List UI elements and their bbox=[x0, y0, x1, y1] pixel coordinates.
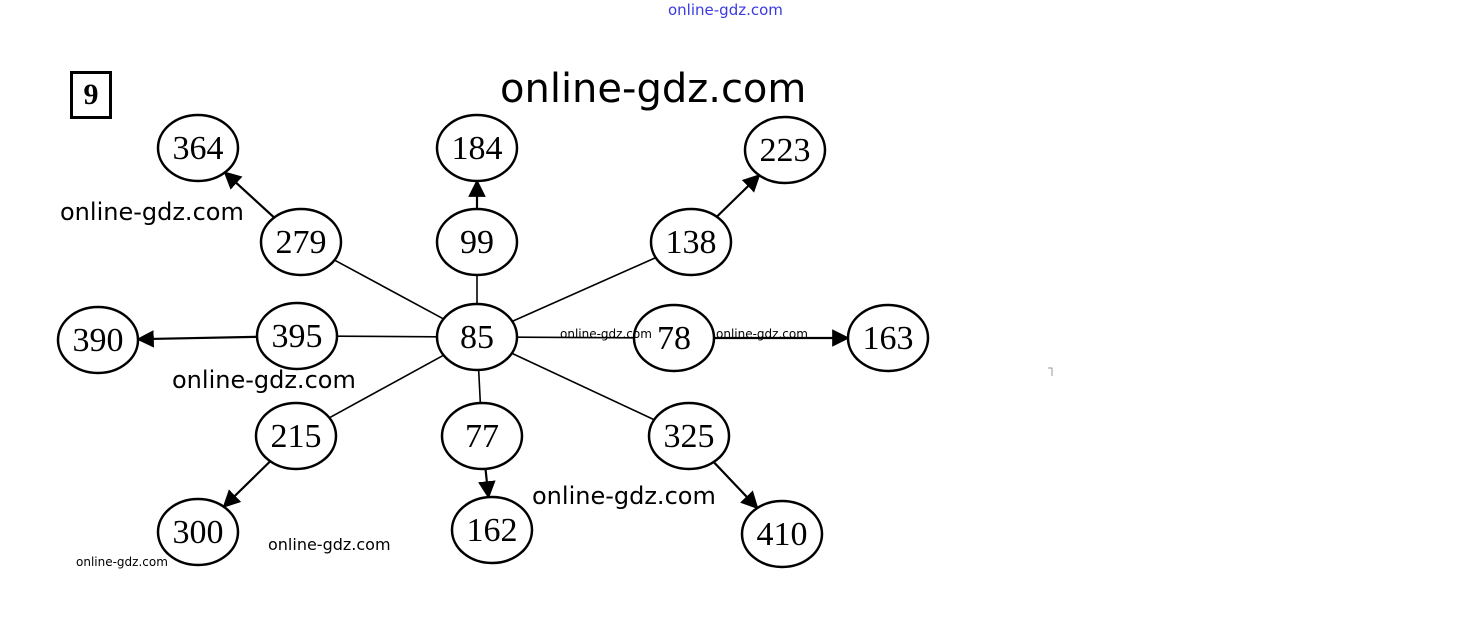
watermark-edge-center: online-gdz.com bbox=[560, 327, 652, 341]
node-364: 364 bbox=[156, 113, 240, 183]
node-300: 300 bbox=[156, 497, 240, 567]
edge-85-78 bbox=[516, 336, 635, 339]
node-325: 325 bbox=[647, 401, 731, 471]
node-ellipse bbox=[450, 495, 534, 565]
arrow-395-390 bbox=[136, 330, 258, 348]
watermark-bottom-center: online-gdz.com bbox=[268, 535, 391, 554]
node-value: 184 bbox=[452, 130, 503, 167]
node-215: 215 bbox=[254, 401, 338, 471]
node-value: 279 bbox=[276, 224, 327, 261]
task-number: 9 bbox=[70, 71, 112, 119]
node-ellipse bbox=[435, 302, 519, 372]
node-ellipse bbox=[255, 301, 339, 371]
node-value: 78 bbox=[657, 320, 691, 357]
node-ellipse bbox=[846, 303, 930, 373]
node-value: 300 bbox=[173, 514, 224, 551]
node-ellipse bbox=[743, 115, 827, 185]
node-ellipse bbox=[156, 113, 240, 183]
node-162: 162 bbox=[450, 495, 534, 565]
node-ellipse bbox=[440, 401, 524, 471]
edge-85-77 bbox=[477, 369, 482, 404]
node-138: 138 bbox=[649, 207, 733, 277]
node-value: 215 bbox=[271, 418, 322, 455]
node-390: 390 bbox=[56, 305, 140, 375]
stray-mark bbox=[1048, 367, 1053, 376]
node-ellipse bbox=[435, 113, 519, 183]
node-395: 395 bbox=[255, 301, 339, 371]
node-279: 279 bbox=[259, 207, 343, 277]
node-ellipse bbox=[435, 207, 519, 277]
node-184: 184 bbox=[435, 113, 519, 183]
watermark-edge-right: online-gdz.com bbox=[716, 327, 808, 341]
node-value: 223 bbox=[760, 132, 811, 169]
node-value: 85 bbox=[460, 319, 494, 356]
node-value: 395 bbox=[272, 318, 323, 355]
node-223: 223 bbox=[743, 115, 827, 185]
arrow-138-223 bbox=[716, 174, 761, 218]
node-78: 78 bbox=[632, 303, 716, 373]
watermark-bottom-left: online-gdz.com bbox=[76, 555, 168, 569]
node-ellipse bbox=[56, 305, 140, 375]
node-value: 99 bbox=[460, 224, 494, 261]
node-value: 410 bbox=[757, 516, 808, 553]
node-77: 77 bbox=[440, 401, 524, 471]
watermark-lower-right: online-gdz.com bbox=[532, 482, 716, 510]
node-value: 364 bbox=[173, 130, 224, 167]
node-value: 77 bbox=[465, 418, 499, 455]
node-ellipse bbox=[649, 207, 733, 277]
node-ellipse bbox=[740, 499, 824, 569]
arrow-279-364 bbox=[223, 171, 275, 219]
edge-85-279 bbox=[334, 259, 444, 320]
node-value: 138 bbox=[666, 224, 717, 261]
node-ellipse bbox=[259, 207, 343, 277]
edge-85-325 bbox=[511, 352, 655, 421]
top-watermark: online-gdz.com bbox=[668, 1, 783, 19]
node-99: 99 bbox=[435, 207, 519, 277]
edge-85-215 bbox=[328, 354, 445, 419]
node-value: 163 bbox=[863, 320, 914, 357]
node-410: 410 bbox=[740, 499, 824, 569]
node-value: 390 bbox=[73, 322, 124, 359]
arrow-77-162 bbox=[478, 468, 496, 499]
watermark-middle-left: online-gdz.com bbox=[172, 366, 356, 394]
node-85: 85 bbox=[435, 302, 519, 372]
node-ellipse bbox=[632, 303, 716, 373]
watermark-upper-left: online-gdz.com bbox=[60, 198, 244, 226]
edge-85-395 bbox=[336, 335, 438, 338]
node-ellipse bbox=[647, 401, 731, 471]
edge-85-138 bbox=[511, 256, 657, 323]
title-watermark: online-gdz.com bbox=[500, 66, 807, 112]
node-value: 325 bbox=[664, 418, 715, 455]
node-ellipse bbox=[156, 497, 240, 567]
arrow-215-300 bbox=[222, 460, 272, 508]
arrow-325-410 bbox=[712, 461, 759, 510]
node-ellipse bbox=[254, 401, 338, 471]
node-value: 162 bbox=[467, 512, 518, 549]
node-163: 163 bbox=[846, 303, 930, 373]
